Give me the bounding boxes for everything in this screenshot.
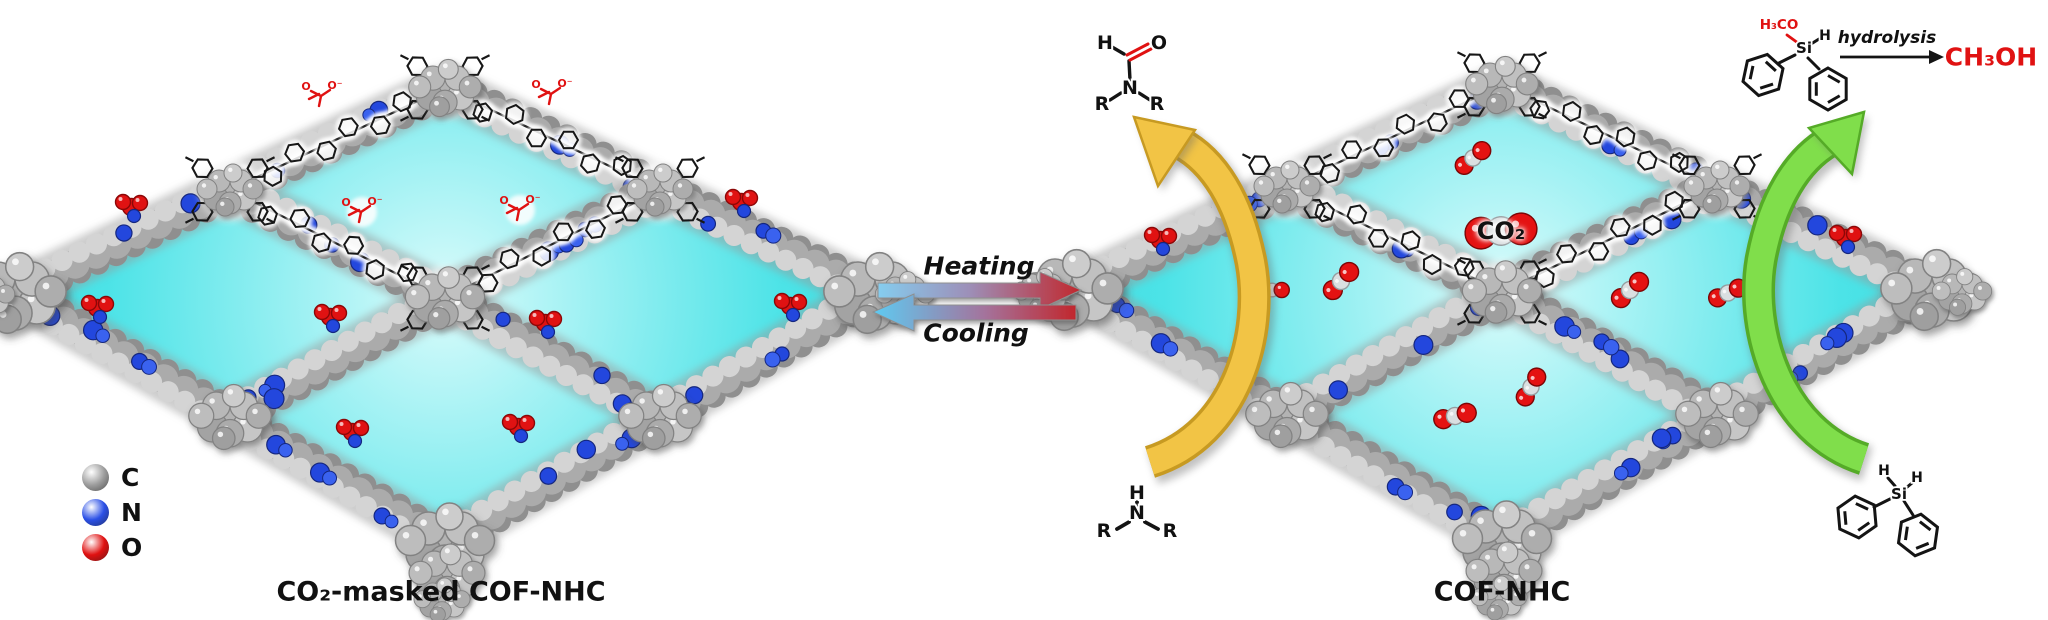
methoxysilane-structure: Si H (1741, 26, 1944, 112)
space-filling-node (1675, 381, 1759, 449)
co2-molecule (1464, 212, 1538, 250)
co2-molecule (1610, 271, 1650, 309)
silane-h2: H (1911, 470, 1923, 486)
co2-molecule (1433, 402, 1477, 430)
space-filling-node (0, 251, 67, 335)
co2-molecule-label: CO₂ (1476, 217, 1526, 245)
benzene-ring (1808, 66, 1848, 112)
space-filling-node (408, 58, 482, 118)
carboxylate-group: O⁻ O (499, 193, 541, 225)
space-filling-node (0, 277, 16, 314)
heating-cooling-arrows (871, 271, 1083, 332)
svg-text:O: O (341, 196, 350, 209)
cooling-label: Cooling (923, 318, 1029, 348)
benzene-ring (1741, 52, 1785, 98)
formamide-o: O (1151, 32, 1167, 54)
formamide-r1: R (1095, 93, 1110, 115)
space-filling-node (188, 383, 272, 451)
amine-r1: R (1097, 520, 1112, 542)
carbonyl-double-bond (1125, 42, 1153, 62)
hydrolysis-arrowhead (1929, 50, 1944, 64)
bound-co2-cluster (528, 309, 563, 340)
carboxylate-group: O⁻ O (531, 77, 573, 109)
bound-co2-cluster (773, 292, 808, 323)
carbon-ball-icon (82, 463, 109, 491)
left-structure-title: CO₂-masked COF-NHC (276, 576, 606, 608)
silane-bonds (1777, 37, 1821, 71)
methanol-label: CH₃OH (1944, 42, 2038, 72)
space-filling-node (1470, 575, 1528, 620)
bound-co2-cluster (335, 418, 370, 449)
amine-r2: R (1163, 520, 1178, 542)
bound-co2-cluster (313, 303, 348, 334)
nitrogen-symbol: N (121, 497, 142, 527)
svg-text:O⁻: O⁻ (557, 77, 572, 90)
space-filling-node (1461, 260, 1543, 324)
bound-co2-cluster (1143, 226, 1178, 257)
space-filling-node (1465, 55, 1539, 115)
space-filling-node (1253, 160, 1321, 214)
space-filling-node (196, 163, 264, 217)
amine-h: H (1129, 482, 1145, 504)
svg-text:O: O (499, 194, 508, 207)
oxygen-symbol: O (121, 532, 143, 562)
benzene-ring (1836, 494, 1878, 540)
co2-molecule (1454, 140, 1492, 176)
svg-text:O⁻: O⁻ (327, 79, 342, 92)
atom-legend: C N O (82, 462, 142, 567)
legend-row-oxygen: O (82, 532, 142, 562)
bound-co2-cluster (1828, 224, 1863, 255)
space-filling-node (626, 163, 694, 217)
bound-co2-cluster (501, 413, 536, 444)
amine-bonds (1115, 500, 1160, 531)
svg-text:O⁻: O⁻ (525, 193, 540, 206)
bound-co2-cluster (724, 188, 759, 219)
space-filling-node (404, 266, 486, 330)
co2-molecule (1515, 367, 1547, 407)
legend-row-carbon: C (82, 462, 142, 492)
cycle-arrows (1132, 110, 1874, 485)
co2-molecule (1322, 261, 1360, 301)
diphenylsilane-structure: H H Si (1836, 461, 1940, 558)
svg-text:O: O (301, 80, 310, 93)
space-filling-node (413, 577, 471, 620)
carbon-symbol: C (121, 462, 140, 492)
space-filling-node (1245, 381, 1329, 449)
formamide-structure: H O N R R (1093, 30, 1169, 117)
methoxy-label: H₃CO (1759, 17, 1799, 33)
methoxy-bond (1785, 33, 1800, 45)
silane-h1: H (1878, 463, 1890, 479)
carboxylate-group: O⁻ O (301, 79, 343, 111)
silane-bonds (1872, 476, 1915, 517)
silane-si: Si (1891, 485, 1907, 503)
formamide-r2: R (1150, 93, 1165, 115)
space-filling-node (1683, 160, 1751, 214)
legend-row-nitrogen: N (82, 497, 142, 527)
space-filling-node (1931, 268, 1993, 316)
space-filling-node (618, 383, 702, 451)
silane-h: H (1819, 28, 1831, 44)
svg-text:O: O (531, 78, 540, 91)
amine-structure: H N R R (1095, 480, 1180, 544)
formamide-h: H (1097, 32, 1113, 54)
formamide-n: N (1122, 77, 1138, 99)
right-structure-title: COF-NHC (1433, 576, 1571, 608)
amine-n: N (1129, 502, 1145, 524)
oxygen-ball-icon (82, 533, 109, 561)
formamide-bonds (1108, 45, 1152, 102)
heating-label: Heating (923, 251, 1035, 281)
bound-co2-cluster (80, 294, 115, 325)
silane-si: Si (1796, 39, 1812, 57)
carboxylate-group: O⁻ O (341, 195, 383, 227)
hydrolysis-label: hydrolysis (1837, 28, 1937, 48)
bound-co2-cluster (114, 193, 149, 224)
nitrogen-ball-icon (82, 498, 109, 526)
benzene-ring (1896, 512, 1940, 558)
svg-text:O⁻: O⁻ (367, 195, 382, 208)
